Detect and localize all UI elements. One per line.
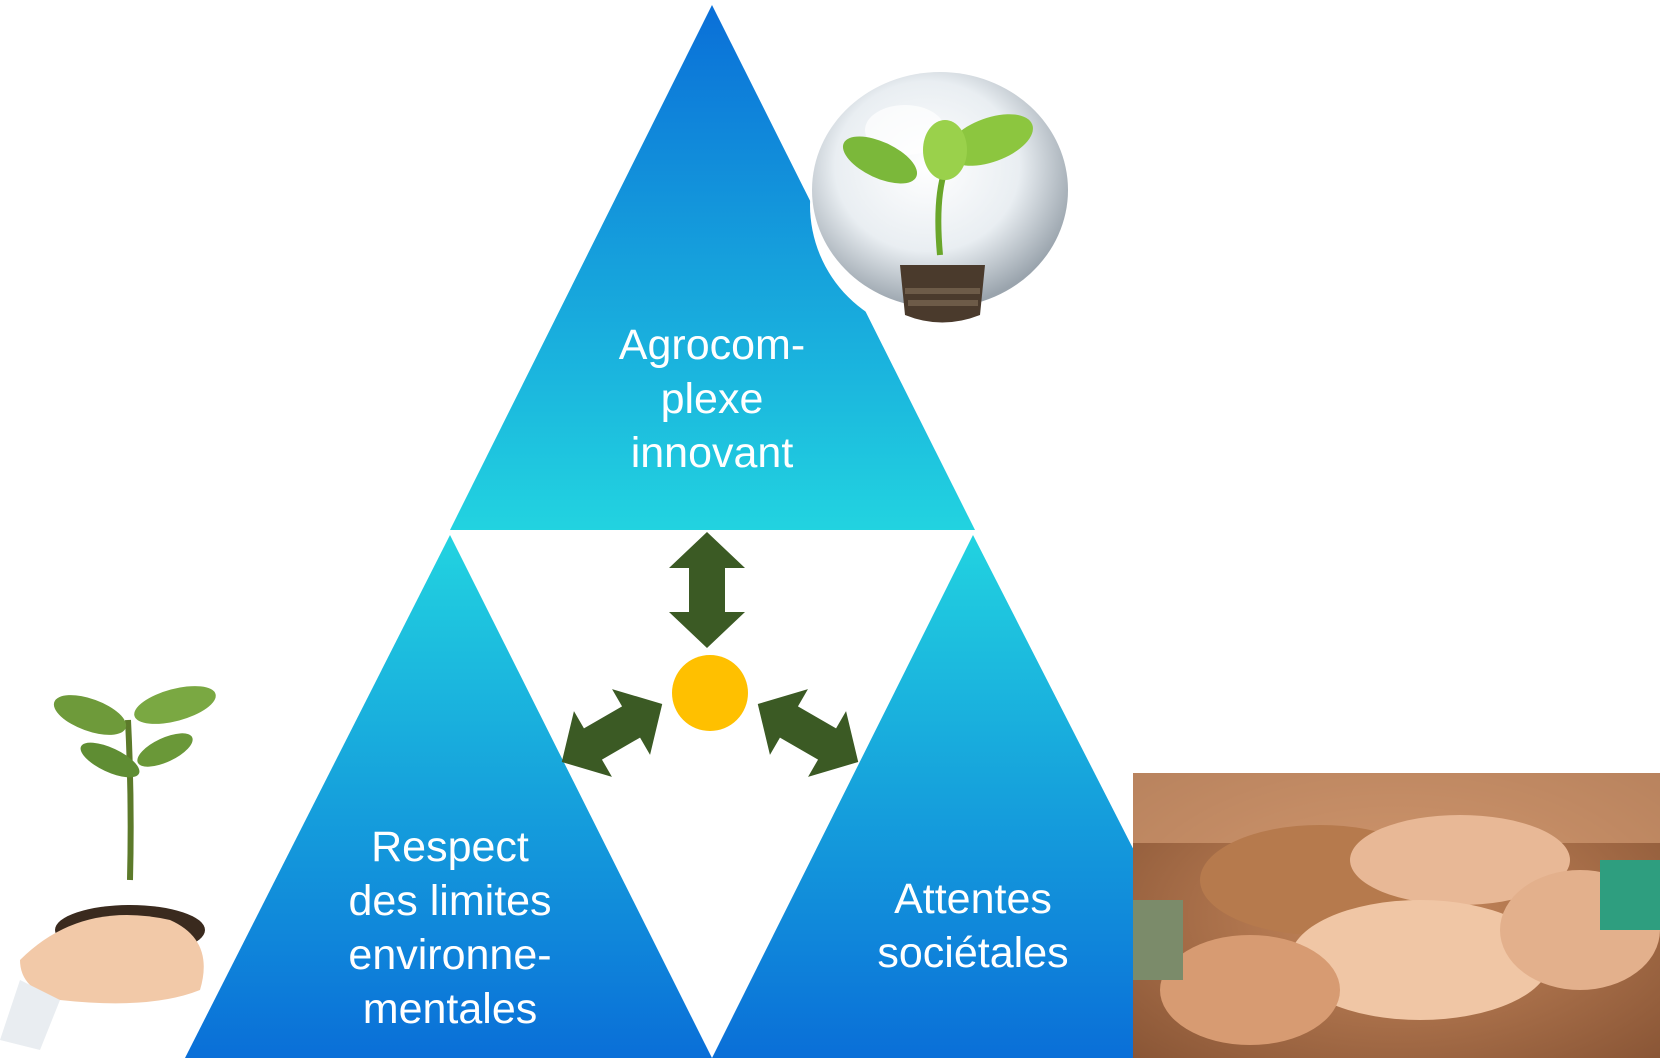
label-right: Attentes sociétales — [823, 872, 1123, 980]
label-top-line: innovant — [630, 429, 794, 477]
label-left: Respect des limites environne- mentales — [300, 820, 600, 1036]
label-top-line: Agrocom- — [618, 321, 806, 369]
lightbulb-plant-image — [810, 72, 1070, 335]
label-top-line: plexe — [660, 375, 764, 423]
triangle-left — [185, 535, 712, 1058]
stacked-hands-image — [1133, 773, 1660, 1058]
label-left-line: environne- — [348, 931, 552, 979]
arrow-left — [561, 689, 663, 777]
label-left-line: des limites — [348, 877, 552, 925]
label-right-line: Attentes — [894, 875, 1052, 923]
label-left-line: mentales — [362, 985, 538, 1033]
triangle-top — [450, 5, 975, 530]
label-left-line: Respect — [371, 823, 529, 871]
center-dot — [672, 655, 748, 731]
arrow-top — [669, 532, 745, 648]
label-top: Agrocom- plexe innovant — [562, 318, 862, 480]
arrow-right — [757, 689, 859, 777]
seedling-hands-image — [0, 686, 216, 1050]
label-right-line: sociétales — [877, 929, 1069, 977]
triangle-right — [712, 535, 1240, 1058]
